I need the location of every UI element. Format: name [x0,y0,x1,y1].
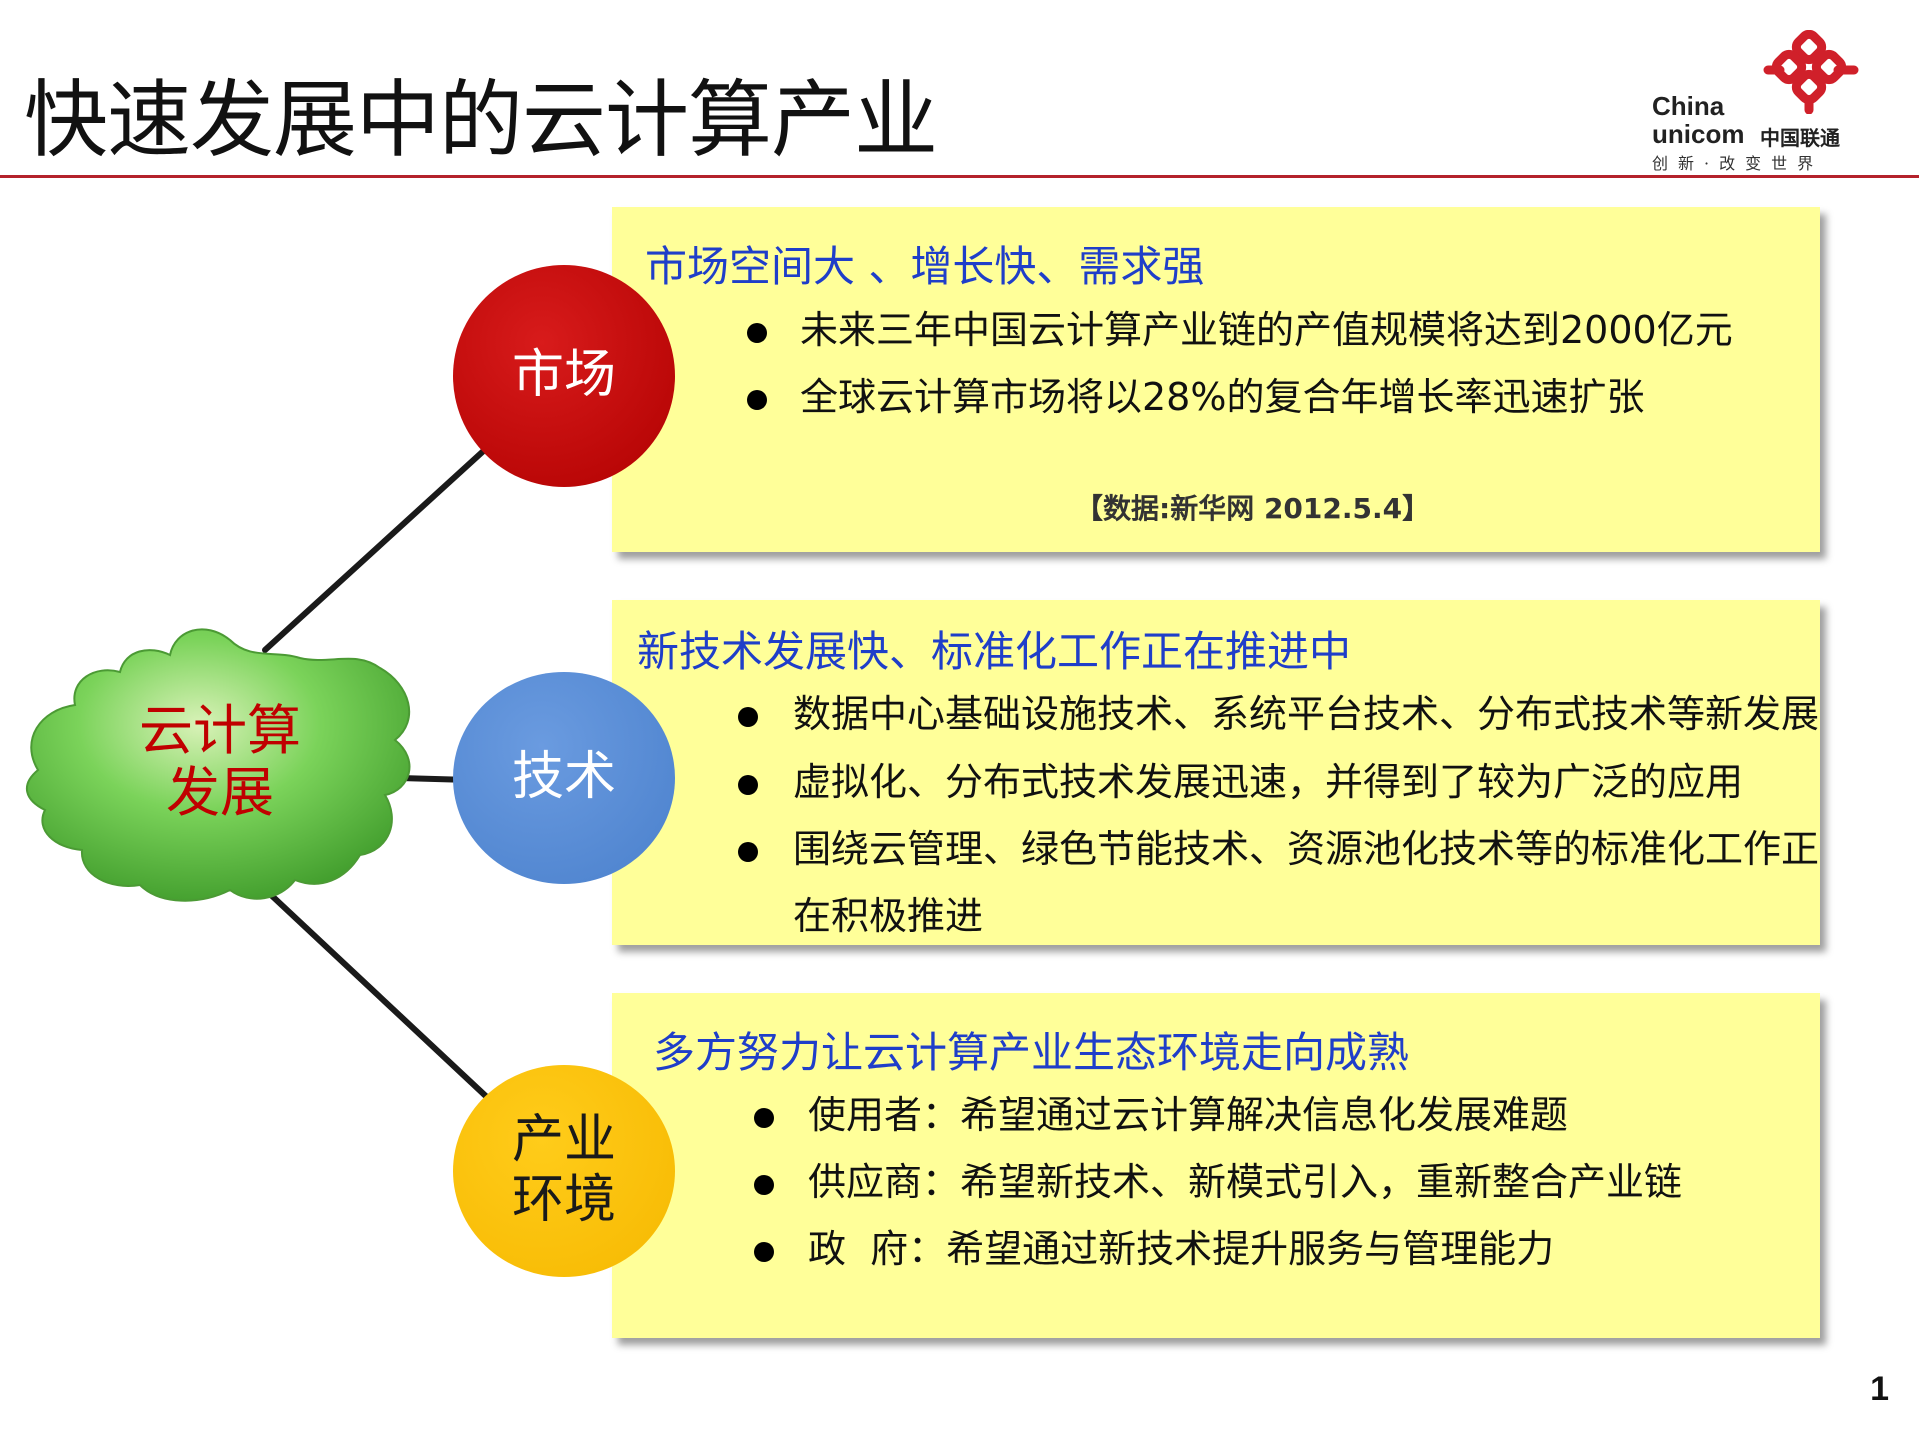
technology-bullet-3: 围绕云管理、绿色节能技术、资源池化技术等的标准化工作正 [793,827,1820,871]
industry-circle-label-line1: 产业 [511,1110,616,1171]
market-bullet-2: 全球云计算市场将以28%的复合年增长率迅速扩张 [800,375,1645,419]
cloud-label-line2: 发展 [166,761,274,825]
cloud-label: 云计算 发展 [105,699,335,825]
cloud-label-line1: 云计算 [139,699,301,762]
bullet-dot [738,775,758,795]
bullet-dot [754,1175,774,1195]
logo-english-text: China unicom [1652,92,1744,148]
bullet-dot [747,390,767,410]
bullet-dot [754,1108,774,1128]
industry-panel [612,993,1820,1338]
technology-heading: 新技术发展快、标准化工作正在推进中 [637,627,1352,676]
industry-circle-label-line2: 环境 [511,1170,616,1230]
market-circle: 市场 [453,265,675,487]
bullet-dot [738,842,758,862]
cloud-shape [26,628,411,902]
technology-bullet-2: 虚拟化、分布式技术发展迅速，并得到了较为广泛的应用 [793,760,1744,804]
page-number: 1 [1870,1370,1889,1408]
bullet-dot [754,1242,774,1262]
header-divider [0,175,1919,178]
unicom-knot-icon [1763,30,1859,114]
logo-slogan: 创新·改变世界 [1652,154,1824,173]
technology-circle: 技术 [453,672,675,884]
china-unicom-logo: China unicom 中国联通 创新·改变世界 [1652,30,1867,180]
market-bullet-1: 未来三年中国云计算产业链的产值规模将达到2000亿元 [800,308,1733,352]
page-title: 快速发展中的云计算产业 [24,71,938,169]
technology-circle-label: 技术 [511,747,616,808]
market-source-note: 【数据:新华网 2012.5.4】 [1075,492,1431,525]
market-panel [612,207,1820,552]
technology-bullet-1: 数据中心基础设施技术、系统平台技术、分布式技术等新发展 [793,692,1820,736]
industry-bullet-3: 政 府：希望通过新技术提升服务与管理能力 [808,1227,1555,1271]
industry-heading: 多方努力让云计算产业生态环境走向成熟 [653,1028,1410,1077]
technology-panel [612,600,1820,945]
technology-bullet-3-continued: 在积极推进 [793,894,984,938]
logo-chinese-name: 中国联通 [1760,126,1840,150]
market-circle-label: 市场 [511,345,616,406]
bullet-dot [747,323,767,343]
logo-en-line1: China [1652,91,1725,121]
bullet-dot [738,707,758,727]
logo-en-line2: unicom [1652,119,1745,149]
industry-bullet-2: 供应商：希望新技术、新模式引入，重新整合产业链 [808,1160,1683,1204]
industry-circle: 产业 环境 [453,1065,675,1277]
market-heading: 市场空间大 、增长快、需求强 [645,242,1205,291]
industry-bullet-1: 使用者：希望通过云计算解决信息化发展难题 [808,1093,1569,1137]
